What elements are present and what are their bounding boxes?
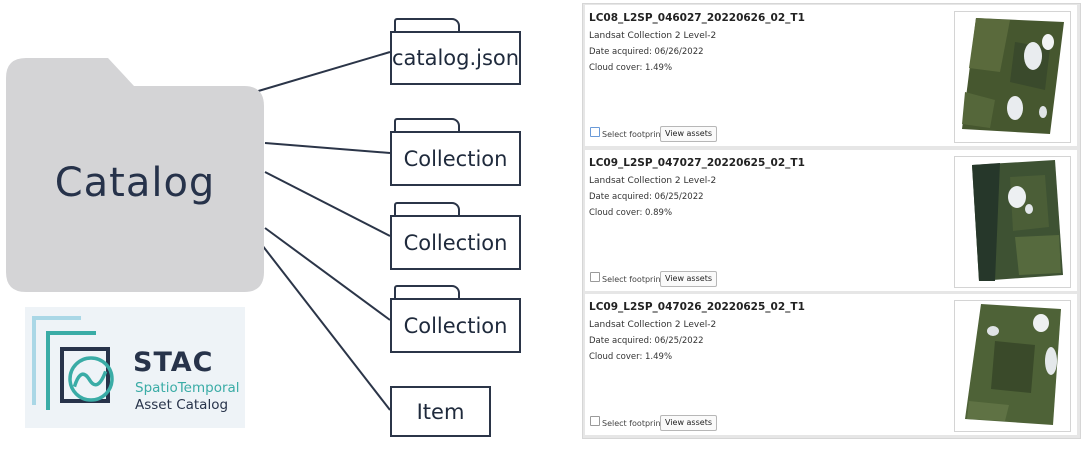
scene-id: LC09_L2SP_047027_20220625_02_T1 (589, 157, 805, 169)
scene-id: LC08_L2SP_046027_20220626_02_T1 (589, 12, 805, 24)
catalog-folder-icon (6, 58, 264, 292)
stac-logo-icon (32, 316, 114, 410)
folder-tab-icon (394, 285, 460, 299)
scene-thumbnail[interactable] (954, 11, 1071, 143)
scene-thumbnail[interactable] (954, 156, 1071, 288)
satellite-image-icon (972, 160, 1063, 281)
node-label: catalog.json (391, 46, 520, 70)
date-acquired: Date acquired: 06/25/2022 (589, 336, 704, 346)
select-footprint-label[interactable]: Select footprint (602, 130, 664, 139)
view-assets-button[interactable]: View assets (660, 415, 717, 431)
cloud-cover: Cloud cover: 1.49% (589, 352, 673, 362)
catalog-label: Catalog (54, 160, 216, 206)
collection-node: Collection (390, 131, 521, 186)
logo-title: STAC (133, 347, 214, 378)
select-footprint-checkbox[interactable] (590, 272, 600, 282)
view-assets-button[interactable]: View assets (660, 126, 717, 142)
node-label: Collection (403, 230, 508, 255)
result-card: LC08_L2SP_046027_20220626_02_T1 Landsat … (585, 5, 1077, 146)
folder-tab-icon (394, 18, 460, 32)
select-footprint-checkbox[interactable] (590, 416, 600, 426)
collection-node: Collection (390, 215, 521, 270)
collection-name: Landsat Collection 2 Level-2 (589, 176, 717, 186)
folder-tab-icon (394, 202, 460, 216)
logo-subtitle: SpatioTemporal Asset Catalog (135, 380, 240, 414)
collection-name: Landsat Collection 2 Level-2 (589, 320, 717, 330)
item-node: Item (390, 386, 491, 437)
catalog-json-node: catalog.json (390, 31, 521, 85)
collection-node: Collection (390, 298, 521, 353)
node-label: Collection (403, 313, 508, 338)
folder-tab-icon (394, 118, 460, 132)
logo-subtitle-line1: SpatioTemporal (135, 380, 240, 396)
logo-subtitle-line2: Asset Catalog (135, 397, 229, 413)
select-footprint-label[interactable]: Select footprint (602, 419, 664, 428)
select-footprint-checkbox[interactable] (590, 127, 600, 137)
view-assets-button[interactable]: View assets (660, 271, 717, 287)
cloud-cover: Cloud cover: 1.49% (589, 63, 673, 73)
node-label: Collection (403, 146, 508, 171)
result-card: LC09_L2SP_047027_20220625_02_T1 Landsat … (585, 150, 1077, 291)
collection-name: Landsat Collection 2 Level-2 (589, 31, 717, 41)
scene-thumbnail[interactable] (954, 300, 1071, 432)
select-footprint-label[interactable]: Select footprint (602, 275, 664, 284)
scene-id: LC09_L2SP_047026_20220625_02_T1 (589, 301, 805, 313)
satellite-image-icon (965, 304, 1061, 425)
date-acquired: Date acquired: 06/26/2022 (589, 47, 704, 57)
cloud-cover: Cloud cover: 0.89% (589, 208, 673, 218)
result-card: LC09_L2SP_047026_20220625_02_T1 Landsat … (585, 294, 1077, 435)
satellite-image-icon (962, 18, 1064, 134)
node-label: Item (416, 399, 465, 424)
date-acquired: Date acquired: 06/25/2022 (589, 192, 704, 202)
